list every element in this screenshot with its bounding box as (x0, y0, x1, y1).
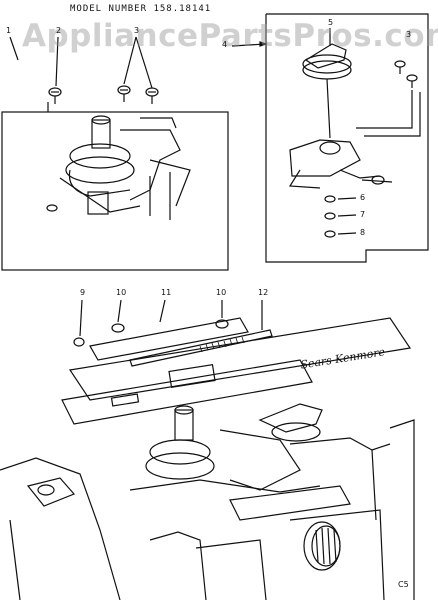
callout-3-right: 3 (406, 30, 412, 39)
stitch-mechanism-left (46, 115, 191, 220)
leader-1 (55, 36, 59, 87)
inset-frame-left (1, 111, 229, 271)
leader-3-right-b (364, 92, 421, 137)
watermark-logo: AppliancePartsPros.com (22, 18, 438, 54)
model-number: MODEL NUMBER 158.18141 (70, 4, 212, 14)
screw-part-2b (145, 87, 159, 104)
callout-9: 9 (80, 288, 86, 297)
callout-2: 2 (56, 26, 62, 35)
washer-7 (324, 212, 357, 220)
callout-1: 1 (6, 26, 12, 35)
faceplate-bar (68, 317, 412, 401)
callout-10b: 10 (216, 288, 227, 297)
leader-3-right (356, 90, 413, 129)
faceplate-lower (61, 359, 313, 425)
screw-part-9 (73, 337, 85, 347)
callout-7: 7 (360, 210, 366, 219)
page-code: C5 (398, 580, 409, 589)
callout-8: 8 (360, 228, 366, 237)
pattern-knob (302, 28, 352, 80)
knob-shaft (326, 78, 331, 139)
leader-9 (79, 299, 83, 337)
screw-part-2a (117, 85, 131, 102)
callout-5: 5 (328, 18, 334, 27)
callout-11: 11 (161, 288, 172, 297)
callout-6: 6 (360, 193, 366, 202)
machine-housing (0, 419, 415, 600)
cover-plate-11 (89, 317, 249, 361)
leader-2a (123, 36, 137, 85)
label-window (110, 393, 140, 407)
leader-2b (135, 36, 153, 89)
nut-8 (324, 230, 357, 238)
rack-12 (129, 329, 273, 367)
handwheel-knob (303, 521, 341, 571)
leader-11 (159, 299, 166, 323)
screw-part-3-right (394, 60, 418, 88)
machine-head (129, 403, 377, 521)
leader-3 (9, 36, 19, 61)
callout-10a: 10 (116, 288, 127, 297)
washer-part-10a (111, 323, 125, 333)
callout-4: 4 (222, 40, 228, 49)
stitch-display-window (168, 363, 216, 389)
arrow-4 (259, 41, 268, 47)
callout-12: 12 (258, 288, 269, 297)
callout-3: 3 (134, 26, 140, 35)
washer-6 (324, 195, 357, 203)
inset-frame-right (265, 13, 429, 263)
screw-part-1 (48, 87, 62, 104)
washer-part-10b (215, 319, 229, 329)
leader-10a (117, 299, 122, 323)
cam-bracket (288, 139, 393, 189)
